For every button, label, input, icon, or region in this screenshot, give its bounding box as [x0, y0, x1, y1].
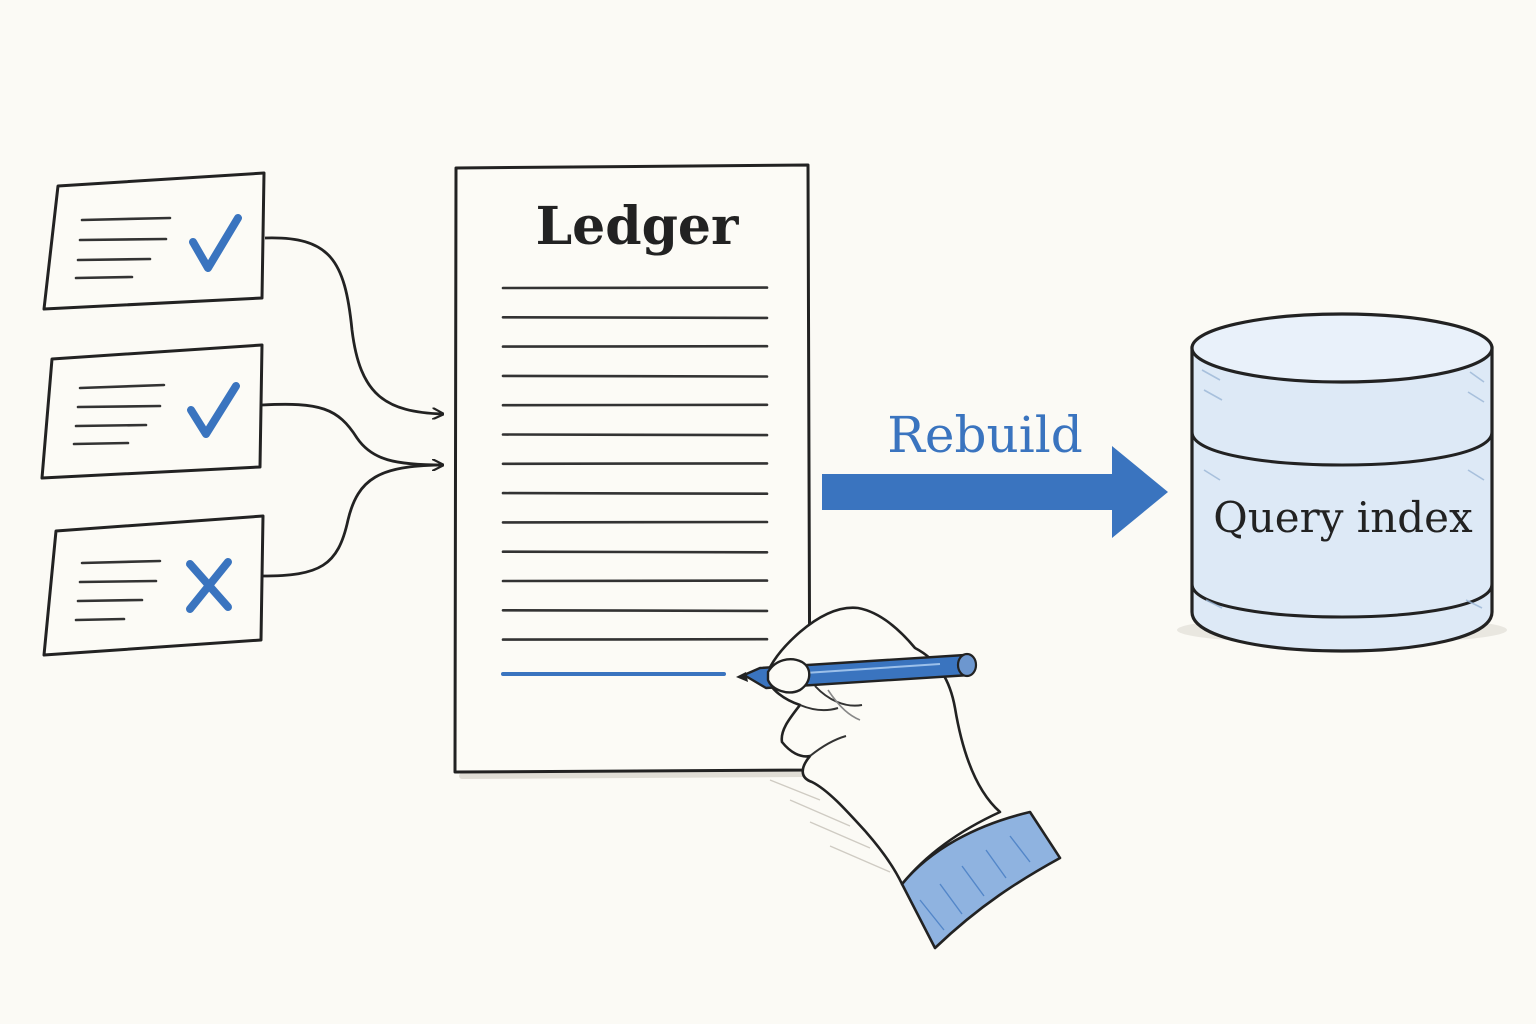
rebuild-label: Rebuild: [887, 406, 1082, 464]
ledger-entry-line: [501, 374, 769, 378]
connector-card-2: [261, 402, 443, 465]
sleeve: [900, 810, 1062, 950]
database-icon: Query index: [1177, 312, 1507, 653]
ledger-entry-line: [501, 608, 769, 613]
ledger-title: Ledger: [536, 196, 739, 257]
ledger-entry-line: [501, 315, 769, 320]
check-icon: [189, 214, 242, 272]
card-text-lines: [74, 559, 162, 622]
connector-card-1: [264, 236, 443, 414]
entry-card-accepted-1: [42, 171, 266, 311]
database-label: Query index: [1213, 493, 1473, 542]
ledger-document: Ledger: [453, 163, 812, 779]
entry-card-rejected: [42, 514, 265, 657]
ledger-entry-line: [501, 550, 769, 554]
ledger-entry-line: [501, 491, 769, 496]
rebuild-arrow: [822, 446, 1168, 538]
connector-card-3: [261, 463, 441, 578]
ledger-entry-lines: [501, 286, 769, 641]
card-text-lines: [74, 216, 172, 280]
card-text-lines: [72, 383, 166, 446]
cross-icon: [186, 558, 232, 613]
ledger-entry-line: [501, 433, 769, 437]
entry-card-accepted-2: [40, 343, 264, 480]
writing-hand-illustration: [736, 606, 1062, 950]
check-icon: [187, 382, 240, 438]
